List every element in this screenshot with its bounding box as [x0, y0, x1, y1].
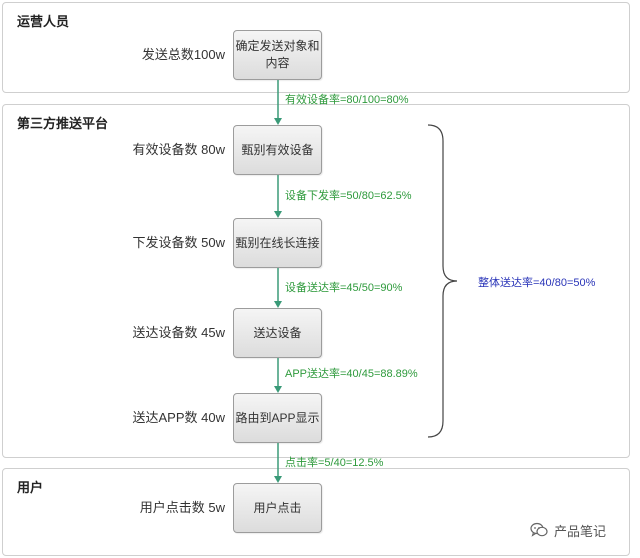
process-box-deliver-device: 送达设备: [233, 308, 322, 358]
arrow-head: [274, 211, 282, 218]
process-box-label: 路由到APP显示: [235, 410, 320, 425]
arrow-head: [274, 386, 282, 393]
process-box-label: 内容: [265, 56, 290, 70]
overall-rate-label: 整体送达率=40/80=50%: [478, 277, 596, 289]
curly-brace: [427, 124, 458, 438]
rate-label: APP送达率=40/45=88.89%: [285, 368, 418, 380]
lane-title: 运营人员: [17, 14, 70, 29]
flow-arrow-2: [274, 175, 282, 218]
process-box-label: 确定发送对象和: [235, 39, 320, 53]
process-box-user-click: 用户点击: [233, 483, 322, 533]
process-box-valid-devices: 甄别有效设备: [233, 125, 322, 175]
watermark-text: 产品笔记: [554, 523, 607, 539]
step-count: 送达APP数 40w: [132, 410, 225, 425]
step-count: 送达设备数 45w: [132, 325, 225, 340]
arrow-head: [274, 301, 282, 308]
process-box-label: 甄别在线长连接: [235, 235, 320, 250]
flow-arrow-4: [274, 358, 282, 393]
arrow-head: [274, 476, 282, 483]
flow-arrow-1: [274, 80, 282, 125]
process-box-define-target: 确定发送对象和 内容: [233, 30, 322, 80]
rate-label: 有效设备率=80/100=80%: [285, 94, 409, 106]
rate-label: 点击率=5/40=12.5%: [285, 457, 384, 469]
lane-title: 第三方推送平台: [17, 116, 109, 131]
process-box-label: 用户点击: [253, 500, 302, 515]
watermark: 产品笔记: [530, 521, 606, 539]
flow-arrow-5: [274, 443, 282, 483]
step-count: 用户点击数 5w: [139, 500, 225, 515]
step-count: 发送总数100w: [141, 47, 225, 62]
step-count: 下发设备数 50w: [132, 235, 225, 250]
rate-label: 设备下发率=50/80=62.5%: [285, 190, 412, 202]
wechat-icon: [530, 522, 548, 537]
process-box-label: 送达设备: [253, 325, 302, 340]
rate-label: 设备送达率=45/50=90%: [285, 282, 403, 294]
flow-arrow-3: [274, 268, 282, 308]
process-box-route-to-app: 路由到APP显示: [233, 393, 322, 443]
process-box-label: 甄别有效设备: [241, 142, 314, 157]
process-box-online-connection: 甄别在线长连接: [233, 218, 322, 268]
arrow-head: [274, 118, 282, 125]
step-count: 有效设备数 80w: [132, 142, 225, 157]
lane-title: 用户: [17, 480, 44, 495]
